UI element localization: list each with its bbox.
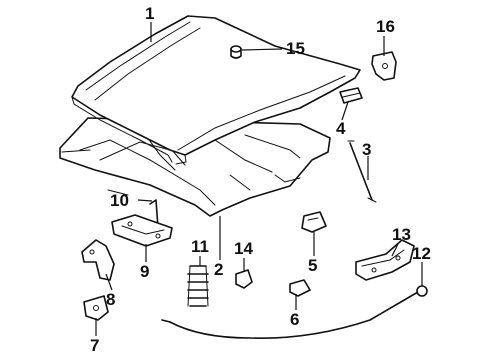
callout-4: 4 [336,119,346,138]
callout-8: 8 [106,290,115,309]
hood-outer-panel [71,15,361,165]
hood-hinge-13 [355,239,415,281]
callout-labels: 1 2 3 4 5 6 7 8 9 10 11 12 13 14 15 16 [90,4,431,355]
callout-9: 9 [140,262,149,281]
hood-bracket-16 [371,51,397,81]
callout-6: 6 [290,310,299,329]
callout-12: 12 [412,244,431,263]
hood-latch-support-8 [81,239,115,281]
callout-5: 5 [308,256,317,275]
leader-lines [95,22,423,336]
callout-11: 11 [191,237,209,256]
hood-bracket-7 [83,295,109,321]
hood-clip-6 [289,279,311,297]
hood-seal-4 [339,87,363,104]
callout-3: 3 [362,140,371,159]
callout-7: 7 [90,336,99,355]
callout-15: 15 [286,39,305,58]
callout-13: 13 [392,225,411,244]
hood-latch-9 [111,214,173,247]
hood-prop-rod-3 [347,140,377,203]
callout-14: 14 [234,239,253,258]
callout-10: 10 [110,191,129,210]
callout-2: 2 [214,260,223,279]
hood-bumper-15 [230,45,242,59]
callout-1: 1 [145,4,154,23]
hood-latch-rod-10 [149,199,159,229]
hood-release-cable-12 [161,285,428,339]
hood-clip-5 [301,211,327,233]
callout-16: 16 [376,17,395,36]
hood-spring-11 [187,265,209,307]
hood-bumper-14 [235,269,253,289]
